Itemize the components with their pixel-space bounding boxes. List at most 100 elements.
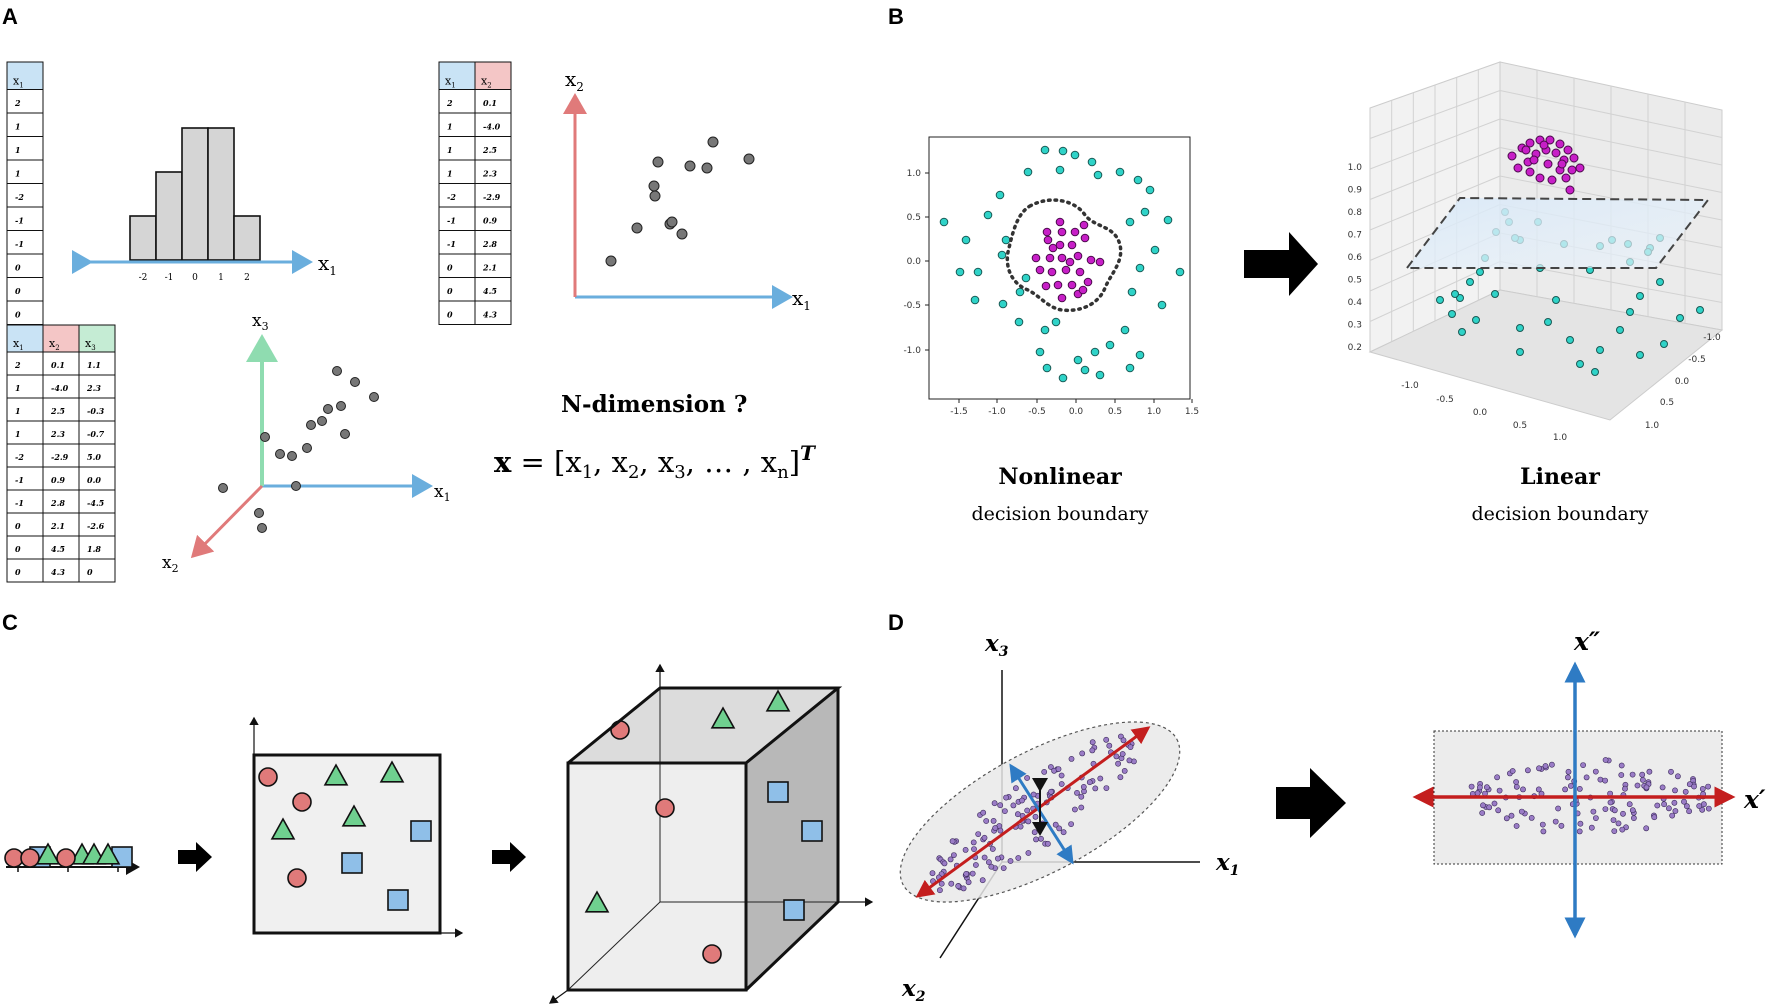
nonlinear-subtitle: decision boundary: [971, 503, 1148, 525]
magenta-point: [1055, 217, 1065, 227]
d-point-2d: [1590, 808, 1597, 815]
d-point-2d: [1602, 777, 1608, 784]
cyan-point: [1051, 317, 1061, 327]
cyan-point-3d: [1476, 268, 1484, 276]
nonlinear-plot-frame: [928, 136, 1191, 400]
magenta-point: [1067, 240, 1077, 250]
scatter2d-point: [676, 228, 688, 240]
d-point-2d: [1555, 805, 1561, 812]
scatter2d-y-label: x2: [565, 67, 584, 94]
cyan-point: [1040, 145, 1050, 155]
table-cell-value: 1: [15, 406, 21, 416]
gridline: [1369, 90, 1501, 139]
d-point: [980, 809, 987, 816]
cyan-point-3d: [1491, 290, 1499, 298]
d-point-2d: [1525, 767, 1531, 774]
cyan-point: [1040, 325, 1050, 335]
magenta-point: [1057, 253, 1067, 263]
x-tick-label-3d: -1.0: [1401, 381, 1419, 391]
magenta-point-3d: [1529, 155, 1539, 165]
scatter2d-points: [605, 136, 755, 267]
d-point: [1048, 788, 1054, 795]
scatter3d-point: [291, 481, 301, 491]
d-point-2d: [1619, 826, 1626, 833]
d-point-2d: [1468, 783, 1475, 790]
d-point: [1120, 737, 1127, 744]
scatter2d-point: [649, 190, 661, 202]
table-cell-value: -1: [15, 239, 24, 249]
cyan-point: [1120, 325, 1130, 335]
d-point: [1025, 850, 1032, 856]
cyan-point: [961, 235, 971, 245]
table-cell: [438, 253, 476, 278]
magenta-point-3d: [1525, 138, 1535, 148]
table-cell: [438, 136, 476, 161]
table-cell-value: 2.5: [482, 145, 497, 155]
magenta-point: [1042, 227, 1052, 237]
z-tick-label-3d: 0.9: [1348, 186, 1363, 196]
d-point-2d: [1536, 765, 1542, 772]
table-cell: [438, 230, 476, 255]
blue-square: [783, 899, 805, 921]
d-point: [1089, 747, 1096, 754]
table-cell: [6, 136, 44, 161]
d-point: [1019, 797, 1025, 804]
blue-square: [801, 820, 823, 842]
d-point-2d: [1651, 814, 1658, 821]
table-cell-value: -1: [447, 216, 456, 226]
scatter2d-point: [631, 222, 643, 234]
d-point: [1060, 829, 1067, 836]
green-triangle: [35, 842, 61, 865]
d-point-2d: [1691, 783, 1697, 790]
d-point: [971, 846, 977, 852]
table-cell: [438, 277, 476, 302]
table-cell: [6, 230, 44, 255]
cyan-point-3d: [1596, 346, 1604, 354]
d-point: [1086, 779, 1093, 786]
table-cell: [6, 89, 44, 114]
cyan-point: [1042, 363, 1052, 373]
d-point: [989, 846, 996, 852]
z-tick-label-3d: 0.2: [1348, 343, 1362, 353]
d-point: [1119, 751, 1126, 757]
table-cell-value: 2.1: [482, 263, 497, 273]
cyan-point-3d: [1458, 328, 1466, 336]
linear-magenta-points: [1507, 135, 1585, 195]
table-cell-value: 1.8: [87, 544, 101, 554]
table-cell-value: 0: [447, 263, 453, 273]
scatter3d-point: [302, 443, 312, 453]
z-tick-label-3d: 0.5: [1348, 276, 1362, 286]
magenta-point: [1078, 285, 1088, 295]
transform-arrow-b: [1244, 232, 1318, 296]
table-cell-value: 2.3: [50, 429, 65, 439]
table-cell-value: -4.0: [51, 383, 69, 393]
cyan-point-3d: [1626, 308, 1634, 316]
x-tick-label-3d: 0.5: [1513, 421, 1527, 431]
d-point: [1015, 855, 1022, 861]
cyan-point-3d: [1696, 306, 1704, 314]
magenta-point: [1057, 293, 1067, 303]
3d-tick-labels: 1.00.90.80.70.60.50.40.30.2-1.0-0.50.00.…: [1348, 163, 1721, 443]
d-point: [955, 883, 962, 889]
cyan-point: [1021, 273, 1031, 283]
table-header-cell: [78, 324, 116, 353]
cyan-point: [1001, 235, 1011, 245]
d-point: [1024, 807, 1031, 814]
cyan-point: [1127, 287, 1137, 297]
c-3d-cube-side: [746, 688, 838, 990]
d-point-2d: [1602, 806, 1609, 812]
green-triangle: [584, 890, 610, 913]
d-x-prime-label: x′: [1743, 785, 1766, 814]
scatter2d-point: [701, 162, 713, 174]
scatter3d-point: [336, 401, 346, 411]
magenta-point-3d: [1513, 163, 1523, 173]
d-point-2d: [1520, 786, 1526, 793]
d-point: [997, 802, 1004, 809]
scatter3d-point: [323, 404, 333, 414]
table-cell-value: -1: [15, 216, 24, 226]
d-point: [983, 818, 990, 824]
c-arrow-1: [178, 842, 212, 872]
